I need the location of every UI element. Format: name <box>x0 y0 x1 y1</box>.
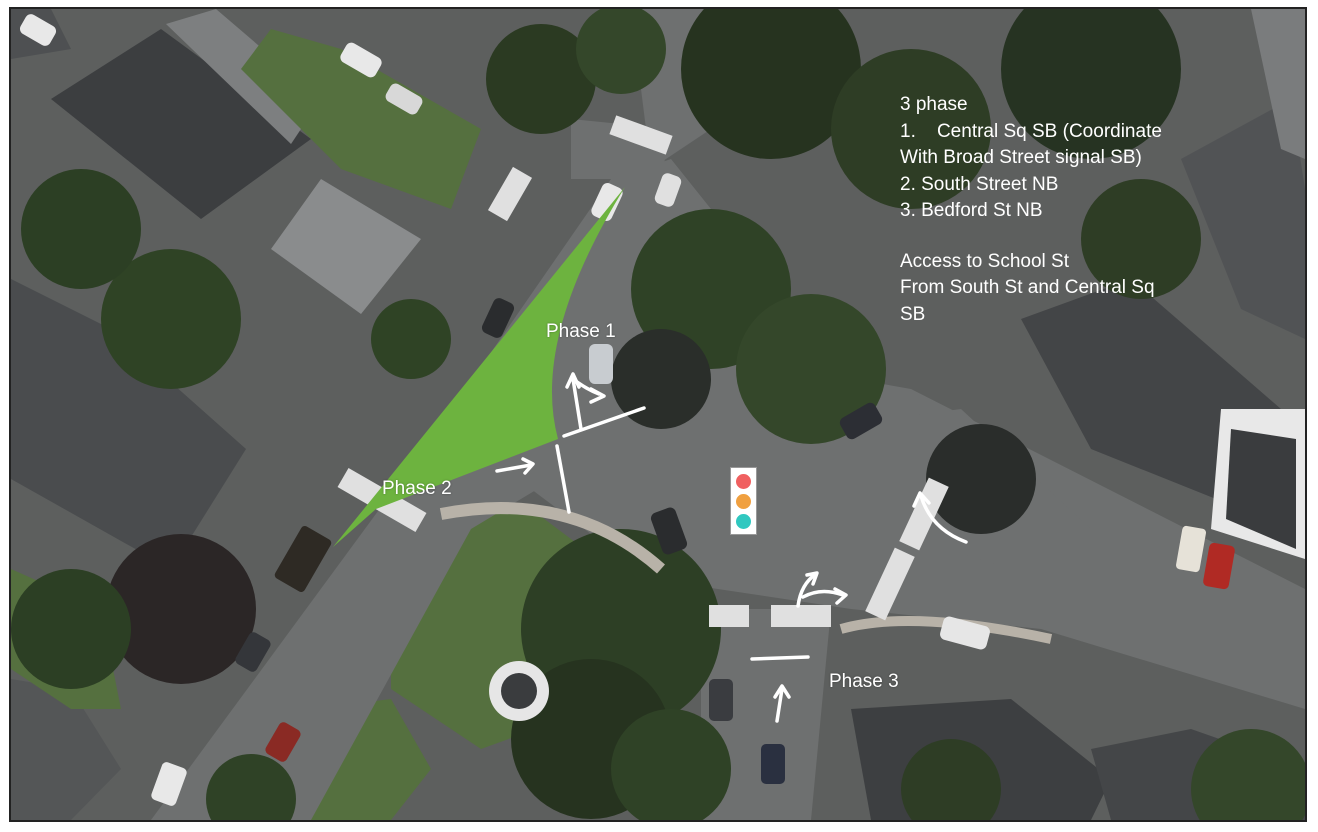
phase-1-movement-arrows <box>562 372 646 438</box>
phase-1-approach-zone <box>333 187 625 547</box>
info-line-2: With Broad Street signal SB) <box>900 147 1142 168</box>
info-line-1: 1. Central Sq SB (Coordinate <box>900 120 1162 142</box>
red-lamp <box>736 474 751 489</box>
info-line-3: 2. South Street NB <box>900 173 1059 195</box>
phase-description: 3 phase 1. Central Sq SB (Coordinate Wit… <box>900 92 1162 328</box>
phase-2-movement-arrows <box>495 444 571 514</box>
curb <box>439 502 665 574</box>
map-frame: Phase 1 Phase 2 Phase 3 3 phase 1. Centr… <box>9 7 1307 822</box>
phase-1-label: Phase 1 <box>546 321 616 342</box>
phase-2-label: Phase 2 <box>382 478 452 499</box>
trees <box>11 9 1305 820</box>
phase-3-movement-arrows <box>750 571 848 723</box>
turn-arrow-icon <box>919 494 968 544</box>
aerial-map <box>11 9 1305 820</box>
green-lamp <box>736 514 751 529</box>
access-line-2: From South St and Central Sq <box>900 277 1155 298</box>
access-line-1: Access to School St <box>900 250 1069 272</box>
phase-3-label: Phase 3 <box>829 671 899 692</box>
info-heading: 3 phase <box>900 94 968 115</box>
access-line-3: SB <box>900 303 926 325</box>
info-gap <box>900 225 1162 249</box>
amber-lamp <box>736 494 751 509</box>
cars <box>19 14 1235 806</box>
info-line-4: 3. Bedford St NB <box>900 200 1043 221</box>
traffic-light-icon <box>730 467 757 535</box>
curb <box>839 616 1053 644</box>
